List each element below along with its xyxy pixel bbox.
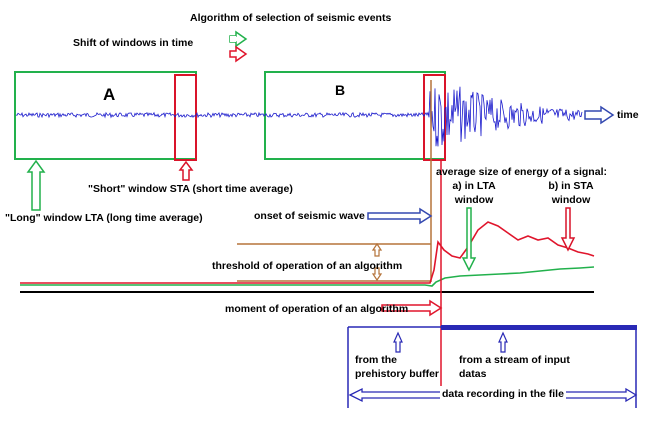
in-sta-label-1: b) in STA — [548, 180, 594, 192]
stream-label-1: from a stream of input — [459, 354, 570, 366]
shift-legend-label: Shift of windows in time — [73, 37, 194, 49]
onset-label: onset of seismic wave — [254, 210, 365, 222]
lta-pointer-arrow-icon — [26, 159, 46, 211]
short-window-label: "Short" window STA (short time average) — [88, 183, 293, 195]
sta-curve-arrow-icon — [560, 207, 576, 252]
window-a-label: A — [103, 85, 116, 104]
threshold-label: threshold of operation of an algorithm — [212, 260, 403, 272]
stream-bar — [441, 325, 637, 330]
moment-arrow-icon — [381, 299, 443, 317]
green-shift-arrow-icon — [229, 30, 248, 48]
threshold-arrow-icon — [371, 242, 383, 282]
onset-arrow-icon — [367, 207, 433, 225]
prehistory-label-1: from the — [355, 354, 397, 366]
in-lta-label-2: window — [454, 194, 494, 206]
seismogram-trace — [15, 86, 583, 147]
sta-pointer-arrow-icon — [178, 160, 194, 181]
in-sta-label-2: window — [551, 194, 591, 206]
moment-label: moment of operation of an algorithm — [225, 303, 409, 315]
diagram-title: Algorithm of selection of seismic events — [190, 12, 392, 24]
prehistory-label-2: prehistory buffer — [355, 368, 440, 380]
window-b-label: B — [335, 82, 346, 98]
time-label: time — [617, 109, 639, 121]
stream-label-2: datas — [459, 368, 487, 380]
in-lta-label-1: a) in LTA — [452, 180, 496, 192]
lta-energy-curve — [20, 266, 595, 287]
lta-curve-arrow-icon — [461, 207, 477, 272]
time-arrow-icon — [584, 105, 615, 125]
avg-energy-label: average size of energy of a signal: — [436, 166, 607, 178]
prehistory-arrow-icon — [393, 331, 403, 353]
stream-arrow-icon — [498, 331, 508, 353]
recording-label: data recording in the file — [440, 388, 566, 400]
red-shift-arrow-icon — [229, 45, 248, 63]
sta-energy-curve — [20, 221, 595, 284]
long-window-label: "Long" window LTA (long time average) — [5, 212, 203, 224]
